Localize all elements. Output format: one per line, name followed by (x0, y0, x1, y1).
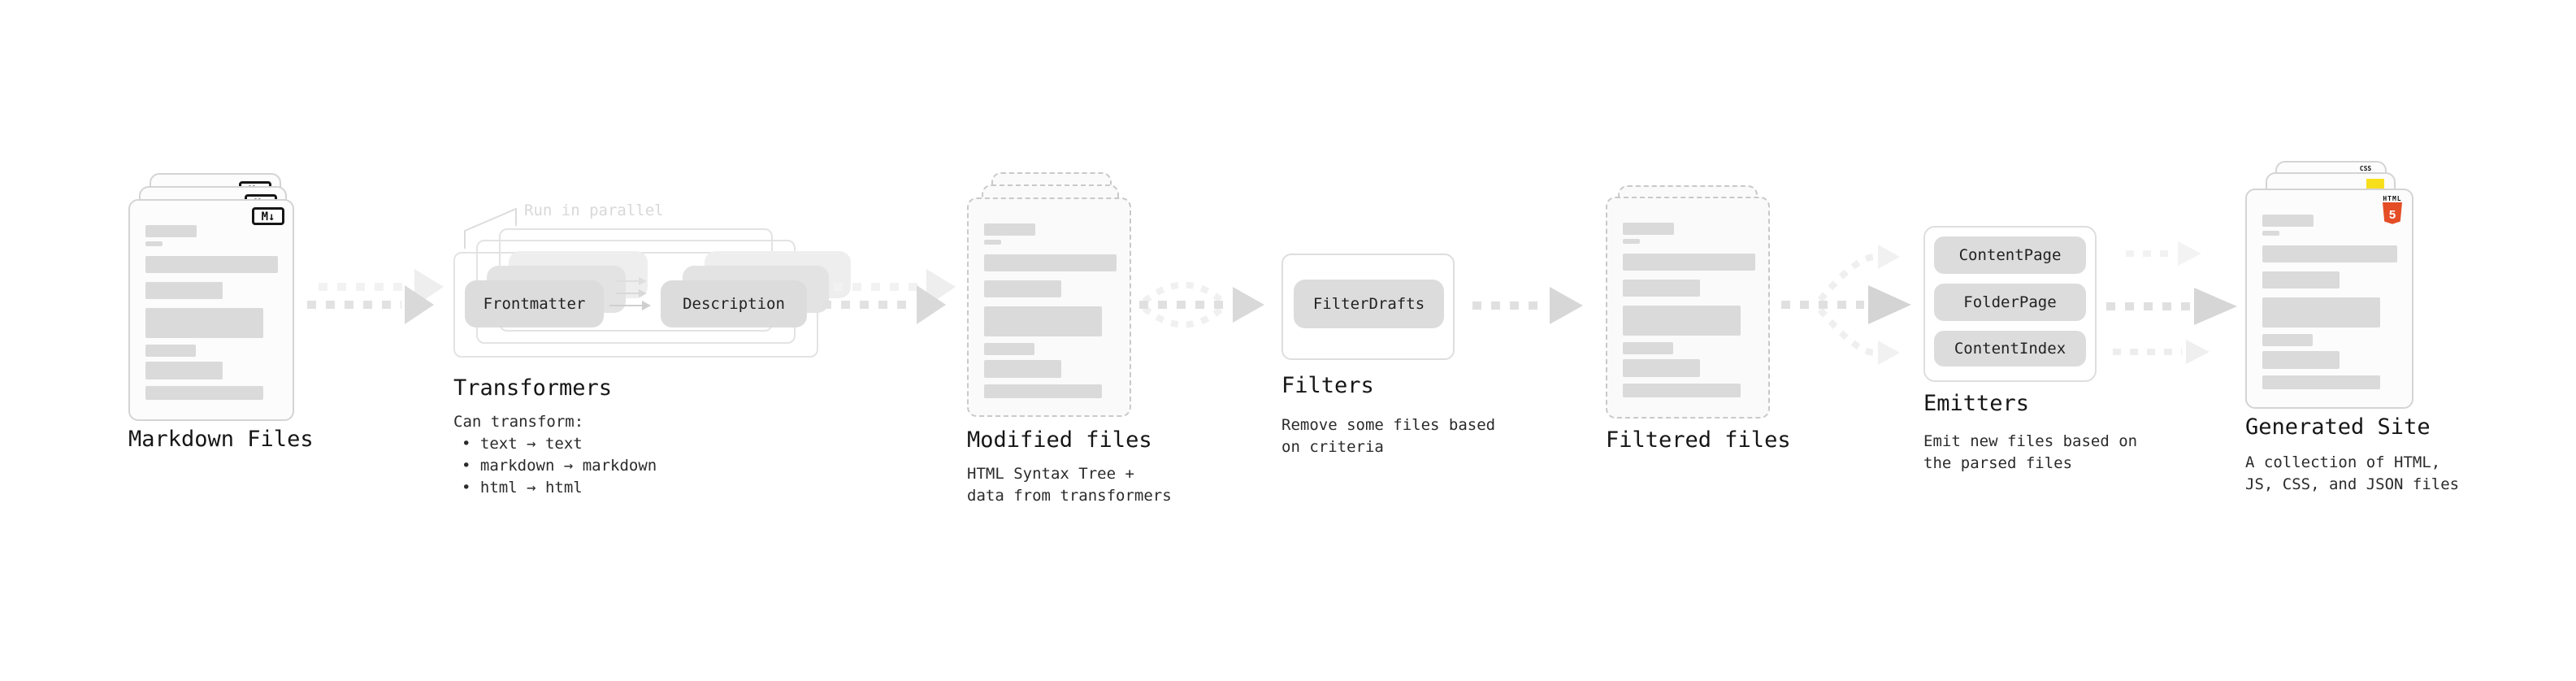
text-line-placeholder (1623, 239, 1640, 244)
generated-site-subtitle-line: A collection of HTML, (2245, 453, 2441, 471)
text-line-placeholder (2262, 334, 2313, 346)
arrow-emitters-to-generated (2106, 241, 2237, 364)
modified-file-card-front (967, 197, 1131, 417)
filters-title: Filters (1281, 373, 1374, 398)
generated-file-card-front: HTML 5 (2245, 189, 2413, 409)
svg-text:5: 5 (2389, 208, 2396, 222)
text-line-placeholder (984, 223, 1035, 236)
filters-subtitle-line: Remove some files based (1281, 416, 1496, 434)
modified-files-title: Modified files (967, 427, 1152, 453)
description-node: Description (661, 280, 807, 327)
text-line-placeholder (984, 306, 1102, 336)
text-line-placeholder (984, 240, 1001, 245)
text-line-placeholder (145, 362, 223, 380)
text-line-placeholder (984, 254, 1117, 271)
arrow-markdown-to-transformers (307, 269, 444, 324)
transformers-bullet: • html → html (462, 479, 583, 497)
filters-subtitle-line: on criteria (1281, 438, 1384, 456)
frontmatter-node: Frontmatter (465, 280, 604, 327)
text-line-placeholder (2262, 215, 2314, 227)
text-line-placeholder (145, 308, 263, 338)
text-line-placeholder (2262, 245, 2397, 262)
filtered-file-card-front (1606, 197, 1770, 419)
text-line-placeholder (1623, 359, 1700, 377)
contentpage-node: ContentPage (1934, 236, 2086, 274)
generated-site-subtitle-line: JS, CSS, and JSON files (2245, 475, 2460, 493)
text-line-placeholder (2262, 297, 2380, 327)
arrow-filtered-to-emitters-fanout (1781, 245, 1911, 365)
modified-files-subtitle-line: data from transformers (967, 487, 1172, 505)
transformers-bullet: • markdown → markdown (462, 457, 657, 475)
text-line-placeholder (2262, 271, 2340, 288)
text-line-placeholder (1623, 306, 1741, 336)
markdown-files-title: Markdown Files (128, 427, 314, 452)
text-line-placeholder (1623, 384, 1741, 397)
folderpage-node: FolderPage (1934, 284, 2086, 321)
text-line-placeholder (984, 384, 1102, 398)
modified-files-subtitle-line: HTML Syntax Tree + (967, 465, 1134, 483)
transformers-bullet: • text → text (462, 435, 583, 453)
arrow-filters-to-filtered (1472, 287, 1583, 324)
text-line-placeholder (984, 280, 1061, 297)
text-line-placeholder (1623, 254, 1755, 271)
text-line-placeholder (2262, 351, 2340, 369)
text-line-placeholder (145, 256, 278, 273)
arrow-modified-to-filters-merge (1139, 281, 1264, 328)
html5-icon: HTML 5 (2380, 195, 2405, 225)
text-line-placeholder (1623, 342, 1673, 354)
filtered-files-title: Filtered files (1606, 427, 1791, 453)
text-line-placeholder (145, 386, 263, 400)
text-line-placeholder (984, 343, 1034, 355)
text-line-placeholder (984, 360, 1061, 378)
text-line-placeholder (145, 225, 197, 237)
text-line-placeholder (1623, 223, 1674, 235)
emitters-subtitle-line: the parsed files (1923, 454, 2073, 472)
text-line-placeholder (145, 282, 223, 299)
transformers-title: Transformers (453, 375, 613, 401)
markdown-badge-icon: M↓ (252, 207, 284, 225)
text-line-placeholder (145, 345, 196, 357)
run-in-parallel-note: Run in parallel (524, 202, 664, 219)
filters-box (1281, 254, 1455, 360)
text-line-placeholder (145, 241, 163, 246)
filterdrafts-node: FilterDrafts (1294, 280, 1444, 328)
text-line-placeholder (2262, 375, 2380, 389)
emitters-box (1923, 226, 2097, 382)
markdown-file-card-front: M↓ (128, 199, 294, 421)
text-line-placeholder (1623, 280, 1700, 297)
emitters-subtitle-line: Emit new files based on (1923, 432, 2138, 450)
emitters-title: Emitters (1923, 391, 2030, 416)
text-line-placeholder (2262, 231, 2279, 236)
transformers-body-heading: Can transform: (453, 413, 584, 431)
contentindex-node: ContentIndex (1934, 331, 2086, 367)
generated-site-title: Generated Site (2245, 414, 2431, 440)
js-file-icon (2366, 179, 2384, 189)
